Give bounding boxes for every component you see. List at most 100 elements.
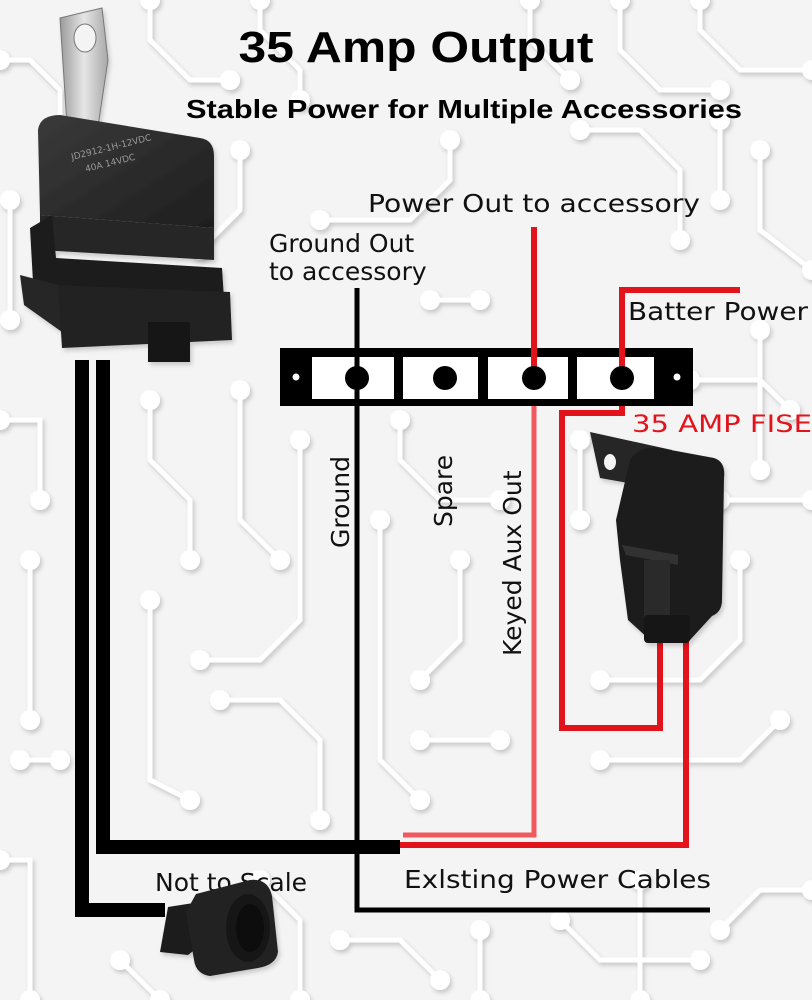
black-wires	[75, 288, 710, 917]
pcb-pad	[0, 190, 20, 210]
pcb-pad	[750, 320, 770, 340]
pcb-pad	[750, 460, 770, 480]
pcb-pad	[490, 730, 510, 750]
pcb-pad	[0, 310, 20, 330]
battery-power-label: Batter Power	[628, 297, 809, 326]
pcb-pad	[290, 990, 310, 1000]
pcb-pad	[610, 0, 630, 10]
relay-wire-outer	[75, 360, 165, 917]
pcb-pad	[10, 750, 30, 770]
pcb-pad	[430, 970, 450, 990]
terminal-spare-label: Spare	[429, 455, 458, 527]
pcb-trace	[0, 417, 43, 500]
keyed-aux-wire	[403, 385, 537, 838]
pcb-trace	[147, 600, 192, 803]
pcb-pad	[710, 80, 730, 100]
terminal-block	[280, 348, 693, 406]
pcb-pad	[410, 790, 430, 810]
pcb-pad	[210, 690, 230, 710]
pcb-trace	[258, 878, 303, 1000]
pcb-pad	[180, 790, 200, 810]
ground-out-label-line2: to accessory	[269, 257, 427, 286]
pcb-pad	[490, 490, 510, 510]
pcb-pad	[150, 990, 170, 1000]
pcb-pad	[570, 430, 590, 450]
pcb-trace	[718, 887, 812, 932]
pcb-trace	[600, 718, 782, 763]
pcb-pad	[50, 750, 70, 770]
terminal-battery	[610, 366, 634, 390]
pcb-trace	[558, 918, 700, 963]
pcb-trace	[237, 390, 282, 562]
pcb-pad	[0, 50, 10, 70]
pcb-pad	[440, 130, 460, 150]
pcb-pad	[730, 550, 750, 570]
power-out-label: Power Out to accessory	[368, 189, 700, 218]
pcb-pad	[20, 550, 40, 570]
page-subtitle: Stable Power for Multiple Accessories	[186, 94, 742, 124]
pcb-pad	[310, 210, 330, 230]
pcb-pad	[570, 510, 590, 530]
pcb-pad	[410, 730, 430, 750]
pcb-pad	[140, 390, 160, 410]
pcb-pad	[270, 550, 290, 570]
pcb-trace	[527, 0, 572, 82]
pcb-pad	[590, 750, 610, 770]
terminal-keyed-label: Keyed Aux Out	[498, 470, 527, 656]
pcb-pad	[520, 0, 540, 10]
pcb-pad	[20, 710, 40, 730]
pcb-pad	[770, 710, 790, 730]
pcb-pad	[470, 990, 490, 1000]
existing-cables-label: Exlsting Power Cables	[404, 865, 711, 894]
pcb-pad	[470, 920, 490, 940]
pcb-trace	[257, 0, 303, 100]
pcb-trace	[580, 127, 683, 240]
pcb-pad	[630, 990, 650, 1000]
pcb-pad	[30, 490, 50, 510]
pcb-trace	[697, 0, 812, 73]
pcb-pad	[802, 60, 812, 80]
terminal-spare	[433, 366, 457, 390]
fuse-holder-icon	[590, 432, 725, 643]
pcb-trace	[418, 560, 463, 682]
pcb-pad	[590, 670, 610, 690]
pcb-pad	[20, 990, 40, 1000]
pcb-pad	[230, 380, 250, 400]
pcb-pad	[140, 0, 160, 10]
pcb-pad	[570, 120, 590, 140]
pcb-trace	[340, 937, 442, 982]
terminal-ground	[345, 366, 369, 390]
pcb-pad	[780, 400, 800, 420]
fuse-input-wire	[559, 385, 663, 731]
pcb-trace	[757, 150, 812, 272]
terminal-ground-label: Ground	[326, 456, 355, 548]
page-title: 35 Amp Output	[239, 23, 594, 72]
pcb-pad	[802, 490, 812, 510]
pcb-pad	[690, 0, 710, 10]
pcb-pad	[670, 230, 690, 250]
pcb-trace	[320, 140, 453, 223]
relay-wire-inner	[96, 360, 400, 854]
pcb-pad	[330, 930, 350, 950]
connector-plug-icon	[160, 879, 278, 976]
pcb-pad	[0, 410, 10, 430]
pcb-trace	[147, 0, 230, 83]
pcb-pad	[0, 850, 10, 870]
ground-out-label-line1: Ground Out	[269, 229, 414, 258]
pcb-pad	[230, 140, 250, 160]
pcb-pad	[690, 950, 710, 970]
pcb-trace	[220, 697, 323, 820]
pcb-pad	[410, 670, 430, 690]
pcb-pad	[110, 950, 130, 970]
pcb-trace	[617, 0, 720, 93]
pcb-trace	[0, 857, 33, 1000]
pcb-pad	[750, 140, 770, 160]
terminal-keyed-aux	[522, 366, 546, 390]
pcb-trace	[600, 560, 743, 683]
pcb-pad	[370, 510, 390, 530]
pcb-pad	[310, 810, 330, 830]
pcb-pad	[450, 550, 470, 570]
